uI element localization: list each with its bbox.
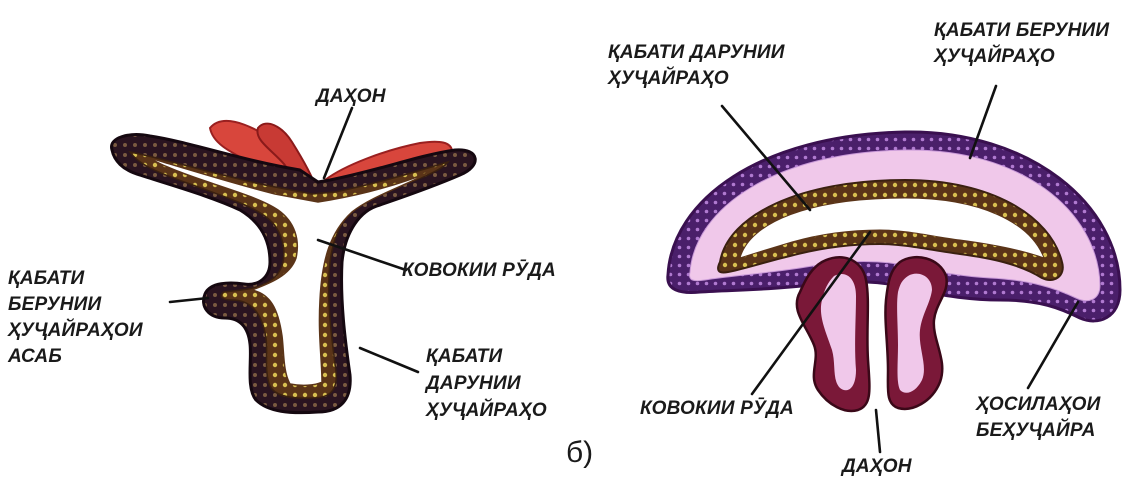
label-b-cavity: КОВОКИИ РӮДА <box>640 398 794 419</box>
label-b-outer-line: ҚАБАТИ БЕРУНИИ <box>934 20 1109 41</box>
label-a-cavity: КОВОКИИ РӮДА <box>402 260 556 281</box>
label-b-inner-line: ҲУҶАЙРАҲО <box>607 67 729 89</box>
label-b-outer-layer: ҚАБАТИ БЕРУНИИ ҲУҶАЙРАҲО <box>933 20 1109 67</box>
label-a-outer-layer: ҚАБАТИ БЕРУНИИ ҲУҶАЙРАҲОИ АСАБ <box>7 268 143 367</box>
medusa-figure <box>668 132 1120 411</box>
label-a-outer-line: БЕРУНИИ <box>8 294 102 315</box>
label-a-mouth: ДАҲОН <box>314 86 387 107</box>
label-b-inner-line: ҚАБАТИ ДАРУНИИ <box>608 42 785 63</box>
label-a-inner-line: ҲУҶАЙРАҲО <box>425 399 547 421</box>
leader-b-mouth <box>876 410 880 452</box>
label-b-noncell: ҲОСИЛАҲОИ БЕҲУҶАЙРА <box>975 394 1101 441</box>
label-a-inner-layer: ҚАБАТИ ДАРУНИИ ҲУҶАЙРАҲО <box>424 346 547 421</box>
label-a-inner-line: ДАРУНИИ <box>424 373 521 394</box>
label-b-mouth: ДАҲОН <box>840 456 913 477</box>
leader-a-inner <box>360 348 418 372</box>
label-a-inner-line: ҚАБАТИ <box>426 346 503 367</box>
label-a-outer-line: ҲУҶАЙРАҲОИ <box>7 319 143 341</box>
label-b-inner-layer: ҚАБАТИ ДАРУНИИ ҲУҶАЙРАҲО <box>607 42 785 89</box>
panel-letter-b: б) <box>566 436 593 469</box>
label-a-outer-line: ҚАБАТИ <box>8 268 85 289</box>
label-b-noncell-line: ҲОСИЛАҲОИ <box>975 394 1101 415</box>
label-b-outer-line: ҲУҶАЙРАҲО <box>933 45 1055 67</box>
label-b-noncell-line: БЕҲУҶАЙРА <box>976 419 1096 441</box>
label-a-outer-line: АСАБ <box>7 346 62 367</box>
leader-b-noncell <box>1028 302 1078 388</box>
